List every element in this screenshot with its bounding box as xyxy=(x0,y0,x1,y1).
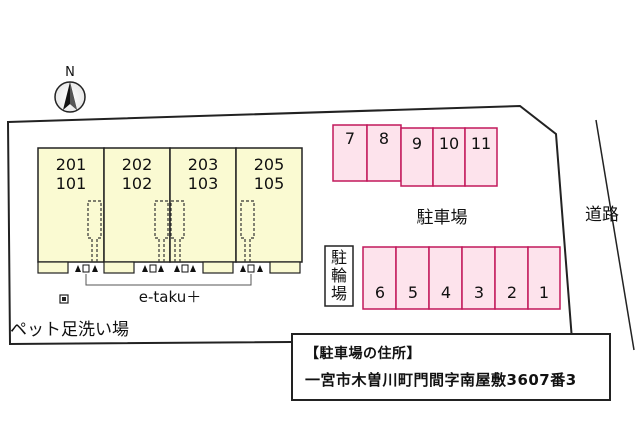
entrance-porch xyxy=(269,261,301,274)
bicycle-parking-char: 駐 xyxy=(331,248,347,267)
parking-number: 1 xyxy=(539,283,549,302)
parking-lot-label: 駐車場 xyxy=(417,208,468,228)
delivery-box-label: e-taku＋ xyxy=(139,288,201,306)
unit-number-lower: 101 xyxy=(56,174,87,193)
parking-number: 2 xyxy=(507,283,517,302)
north-compass-icon: N xyxy=(54,65,86,113)
parking-number: 4 xyxy=(441,283,451,302)
entrance-porch xyxy=(37,261,69,274)
unit-number-upper: 205 xyxy=(254,155,285,174)
unit-number-lower: 103 xyxy=(188,174,219,193)
north-label: N xyxy=(65,65,75,80)
parking-top-row: 7 8 9 10 11 xyxy=(332,124,498,187)
unit-number-lower: 105 xyxy=(254,174,285,193)
unit-block xyxy=(37,147,105,263)
pet-wash-label: ペット足洗い場 xyxy=(10,320,129,340)
stairway-outline xyxy=(87,200,255,262)
parking-number: 11 xyxy=(471,134,491,153)
parking-space xyxy=(464,127,498,187)
unit-number-lower: 102 xyxy=(122,174,153,193)
parking-bottom-row: 6 5 4 3 2 1 xyxy=(362,246,561,310)
parking-number: 5 xyxy=(408,283,418,302)
entrance-porch xyxy=(202,261,234,274)
unit-block xyxy=(235,147,303,263)
road-label: 道路 xyxy=(585,205,619,225)
entrance-porch xyxy=(103,261,135,274)
unit-number-upper: 201 xyxy=(56,155,87,174)
parking-space xyxy=(494,246,529,310)
parking-number: 6 xyxy=(375,283,385,302)
parking-number: 7 xyxy=(345,129,355,148)
parking-space xyxy=(527,246,561,310)
apartment-building: 201 101 202 102 203 103 205 105 xyxy=(37,147,303,274)
parking-number: 9 xyxy=(412,134,422,153)
unit-block xyxy=(103,147,171,263)
parking-space xyxy=(366,124,402,182)
parking-number: 10 xyxy=(439,134,459,153)
bicycle-parking-char: 輪 xyxy=(331,266,347,285)
address-text: 一宮市木曽川町門間字南屋敷3607番3 xyxy=(305,371,577,389)
bicycle-parking-char: 場 xyxy=(331,284,347,303)
parking-space xyxy=(432,127,466,187)
parking-space xyxy=(461,246,496,310)
road-edge-line xyxy=(595,119,635,351)
delivery-box-bracket xyxy=(85,274,252,286)
parking-space xyxy=(400,127,434,187)
bicycle-parking-area xyxy=(324,245,354,307)
parking-address-box: 【駐車場の住所】 一宮市木曽川町門間字南屋敷3607番3 xyxy=(291,333,611,401)
unit-number-upper: 203 xyxy=(188,155,219,174)
unit-number-upper: 202 xyxy=(122,155,153,174)
parking-space xyxy=(395,246,430,310)
parking-number: 3 xyxy=(474,283,484,302)
parking-space xyxy=(428,246,463,310)
door-marker-icon xyxy=(75,264,263,273)
parking-number: 8 xyxy=(379,129,389,148)
address-title: 【駐車場の住所】 xyxy=(305,346,421,362)
parking-space xyxy=(362,246,397,310)
parking-space xyxy=(332,124,368,182)
